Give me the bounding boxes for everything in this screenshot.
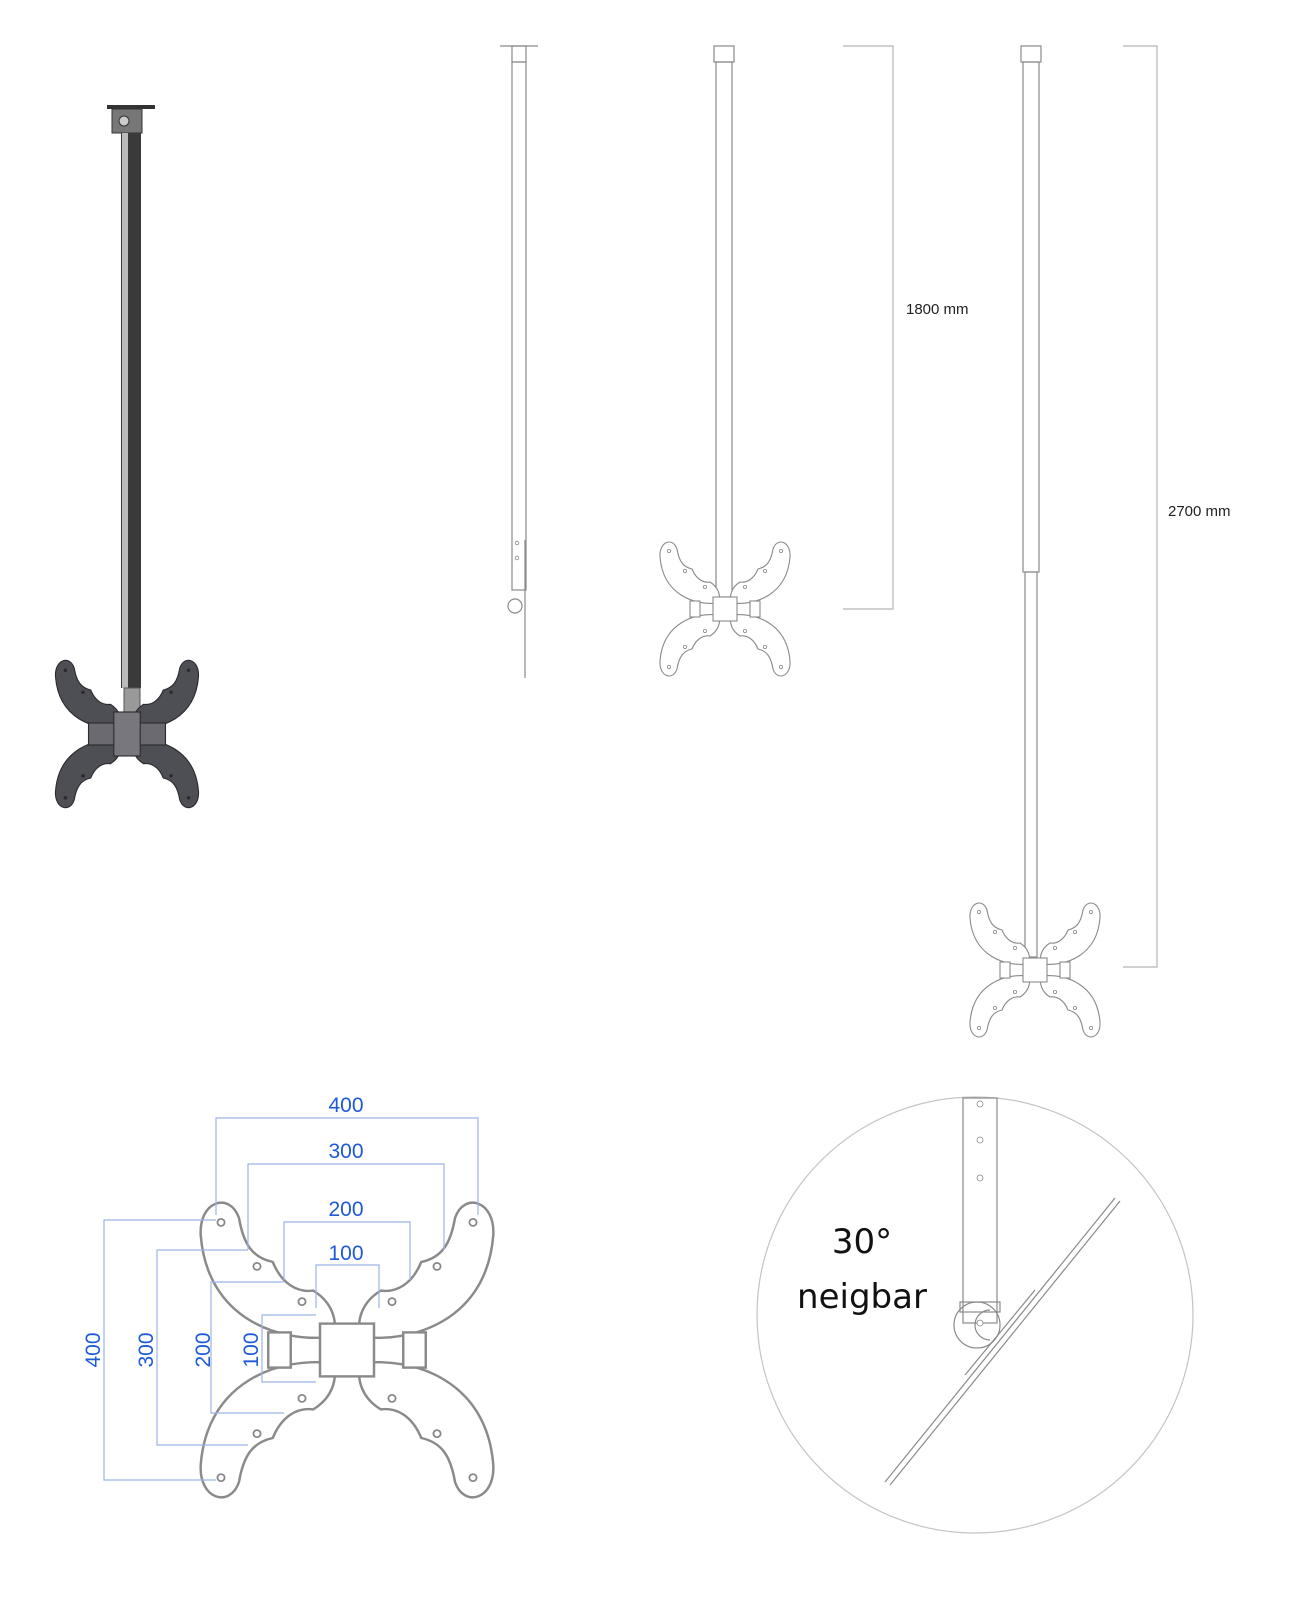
dimension-label-1800: 1800 mm [906,301,969,318]
dimension-label-2700: 2700 mm [1168,503,1231,520]
dimension-line-1800 [843,45,894,610]
vesa-h-400: 400 [328,1094,363,1117]
vesa-h-200: 200 [328,1198,363,1221]
dimension-line-2700 [1123,45,1158,968]
mount-2700: 2700 mm [970,45,1231,1037]
vesa-pattern: 400 300 200 100 400 300 200 100 [82,1094,493,1497]
ceiling-plate [107,105,155,109]
vesa-h-100: 100 [328,1242,363,1265]
vesa-v-100: 100 [240,1332,263,1367]
rendered-mount [54,105,200,809]
vesa-v-300: 300 [135,1332,158,1367]
dark-bracket [54,659,200,809]
tilt-caption: neigbar [797,1277,927,1317]
tilt-angle-label: 30° [832,1222,892,1262]
mount-1800: 1800 mm [660,45,969,676]
vesa-h-300: 300 [328,1140,363,1163]
side-view-mount [500,45,538,678]
vesa-v-200: 200 [192,1332,215,1367]
vesa-v-400: 400 [82,1332,105,1367]
tilt-detail: 30° neigbar [756,1096,1194,1534]
